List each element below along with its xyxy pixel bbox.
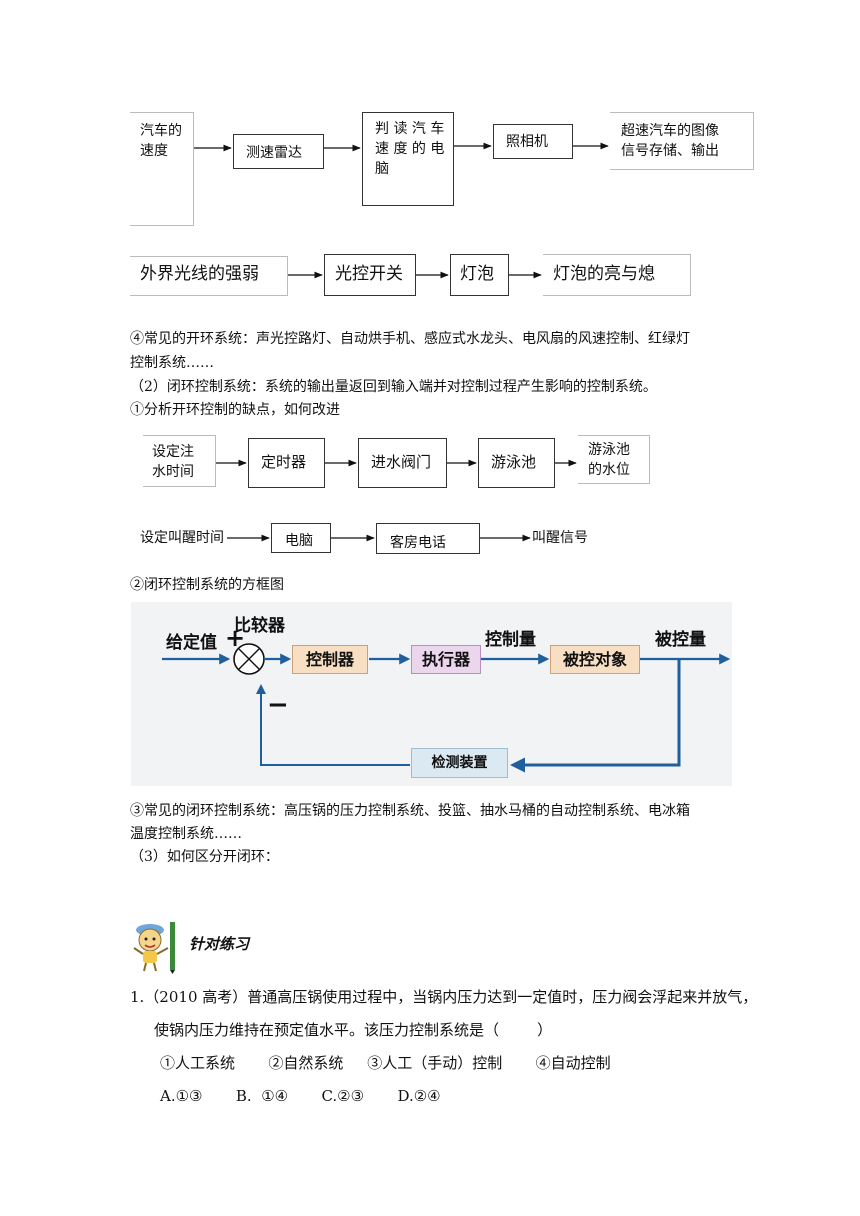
sensor-box: 检测装置 <box>411 748 508 778</box>
wakeup-input: 设定叫醒时间 <box>140 530 224 546</box>
closed-loop-definition: （2）闭环控制系统：系统的输出量返回到输入端并对控制过程产生影响的控制系统。 <box>130 379 657 395</box>
controlled-variable-label: 被控量 <box>655 630 706 650</box>
radar-box: 测速雷达 <box>233 134 324 169</box>
setpoint-label: 给定值 <box>166 633 217 653</box>
water-level-box: 游泳池 的水位 <box>578 435 650 484</box>
closed-loop-examples-line1: ③常见的闭环控制系统：高压锅的压力控制系统、投篮、抽水马桶的自动控制系统、电冰箱 <box>130 803 690 819</box>
pool-input-box: 设定注 水时间 <box>143 435 216 487</box>
bulb-state-box: 灯泡的亮与熄 <box>543 254 691 296</box>
minus-sign: − <box>267 690 289 720</box>
closed-loop-diagram-heading: ②闭环控制系统的方框图 <box>130 577 284 593</box>
open-loop-examples-line1: ④常见的开环系统：声光控路灯、自动烘手机、感应式水龙头、电风扇的风速控制、红绿灯 <box>130 331 690 347</box>
control-variable-label: 控制量 <box>485 630 536 650</box>
comparator-label: 比较器 <box>234 616 285 636</box>
speed-computer-box: 判 读 汽 车 速 度 的 电 脑 <box>362 112 454 206</box>
closed-loop-examples-line2: 温度控制系统…… <box>130 826 242 842</box>
comparator-symbol <box>233 643 265 675</box>
light-switch-box: 光控开关 <box>324 254 416 296</box>
light-input-box: 外界光线的强弱 <box>130 256 288 296</box>
room-phone-box: 客房电话 <box>376 523 480 554</box>
question-1-line1: 1.（2010 高考）普通高压锅使用过程中，当锅内压力达到一定值时，压力阀会浮起… <box>130 988 758 1006</box>
question-1-options: ①人工系统 ②自然系统 ③人工（手动）控制 ④自动控制 <box>160 1054 611 1072</box>
image-output-box: 超速汽车的图像 信号存储、输出 <box>610 112 754 170</box>
valve-box: 进水阀门 <box>358 438 447 488</box>
question-1-answers[interactable]: A.①③ B. ①④ C.②③ D.②④ <box>160 1087 441 1105</box>
camera-box: 照相机 <box>493 124 573 159</box>
wakeup-output: 叫醒信号 <box>532 530 588 546</box>
wakeup-computer-box: 电脑 <box>271 523 331 553</box>
question-1-line2: 使锅内压力维持在预定值水平。该压力控制系统是（ ） <box>154 1021 553 1039</box>
open-loop-examples-line2: 控制系统…… <box>130 355 214 371</box>
controller-box: 控制器 <box>292 645 368 674</box>
cartoon-mascot-icon <box>130 918 178 974</box>
timer-box: 定时器 <box>248 438 325 488</box>
distinguish-heading: （3）如何区分开闭环： <box>130 849 279 865</box>
plus-sign: + <box>225 624 246 652</box>
exercise-title: 针对练习 <box>189 935 250 953</box>
pool-box: 游泳池 <box>478 438 555 488</box>
actuator-box: 执行器 <box>411 645 481 674</box>
bulb-box: 灯泡 <box>450 254 509 296</box>
open-loop-analysis-heading: ①分析开环控制的缺点，如何改进 <box>130 402 340 418</box>
plant-box: 被控对象 <box>550 645 640 674</box>
speed-input-box: 汽车的 速度 <box>130 112 194 226</box>
